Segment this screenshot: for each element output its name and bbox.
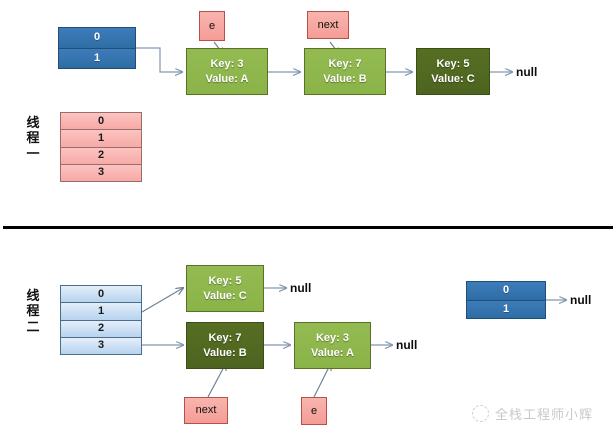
null-label: null xyxy=(570,293,592,307)
node-key: Key: 5 xyxy=(208,274,242,287)
watermark-text: 全栈工程师小辉 xyxy=(495,408,594,423)
table-row: 0 xyxy=(59,28,135,49)
pointer-label: e xyxy=(310,404,318,417)
pointer-e: e xyxy=(199,11,225,41)
table-row: 3 xyxy=(61,337,141,354)
entry-node-key3: Key: 3 Value: A xyxy=(186,48,268,95)
thread-two-label: 线程二 xyxy=(26,289,40,335)
null-label: null xyxy=(516,65,538,79)
null-label: null xyxy=(290,281,312,295)
watermark: 全栈工程师小辉 xyxy=(472,404,593,423)
table-row: 0 xyxy=(61,113,141,131)
node-value: Value: A xyxy=(205,72,249,85)
thread-one-label: 线程一 xyxy=(26,116,40,162)
entry-node-key7: Key: 7 Value: B xyxy=(304,48,386,95)
section-divider xyxy=(3,226,613,229)
table-row: 0 xyxy=(467,282,545,301)
watermark-logo-icon xyxy=(472,405,489,422)
bottom-new-hash-table: 0 1 2 3 xyxy=(60,285,142,355)
table-row: 2 xyxy=(61,147,141,165)
entry-node-key3-bottom: Key: 3 Value: A xyxy=(294,322,371,369)
node-value: Value: C xyxy=(431,72,475,85)
bottom-old-hash-table: 0 1 xyxy=(466,281,546,319)
pointer-label: next xyxy=(195,404,217,416)
null-label: null xyxy=(396,338,418,352)
top-old-hash-table: 0 1 xyxy=(58,27,136,69)
node-value: Value: C xyxy=(203,289,247,302)
node-value: Value: B xyxy=(323,72,367,85)
table-row: 1 xyxy=(467,300,545,318)
pointer-e-bottom: e xyxy=(301,397,327,425)
pointer-label: next xyxy=(317,18,339,31)
top-new-hash-table: 0 1 2 3 xyxy=(60,112,142,182)
node-value: Value: A xyxy=(311,346,354,359)
entry-node-key5-bottom: Key: 5 Value: C xyxy=(186,265,264,312)
node-key: Key: 5 xyxy=(436,57,470,70)
node-key: Key: 3 xyxy=(210,57,244,70)
pointer-next-bottom: next xyxy=(184,397,228,424)
entry-node-key5: Key: 5 Value: C xyxy=(416,48,490,95)
table-row: 1 xyxy=(61,303,141,321)
table-row: 3 xyxy=(61,164,141,181)
node-key: Key: 7 xyxy=(328,57,362,70)
pointer-label: e xyxy=(208,19,216,32)
table-row: 0 xyxy=(61,286,141,304)
entry-node-key7-bottom: Key: 7 Value: B xyxy=(186,322,264,369)
node-value: Value: B xyxy=(203,346,247,359)
table-row: 2 xyxy=(61,320,141,338)
pointer-next: next xyxy=(307,11,349,39)
node-key: Key: 7 xyxy=(208,331,242,344)
table-row: 1 xyxy=(59,48,135,68)
table-row: 1 xyxy=(61,130,141,148)
node-key: Key: 3 xyxy=(315,331,350,344)
